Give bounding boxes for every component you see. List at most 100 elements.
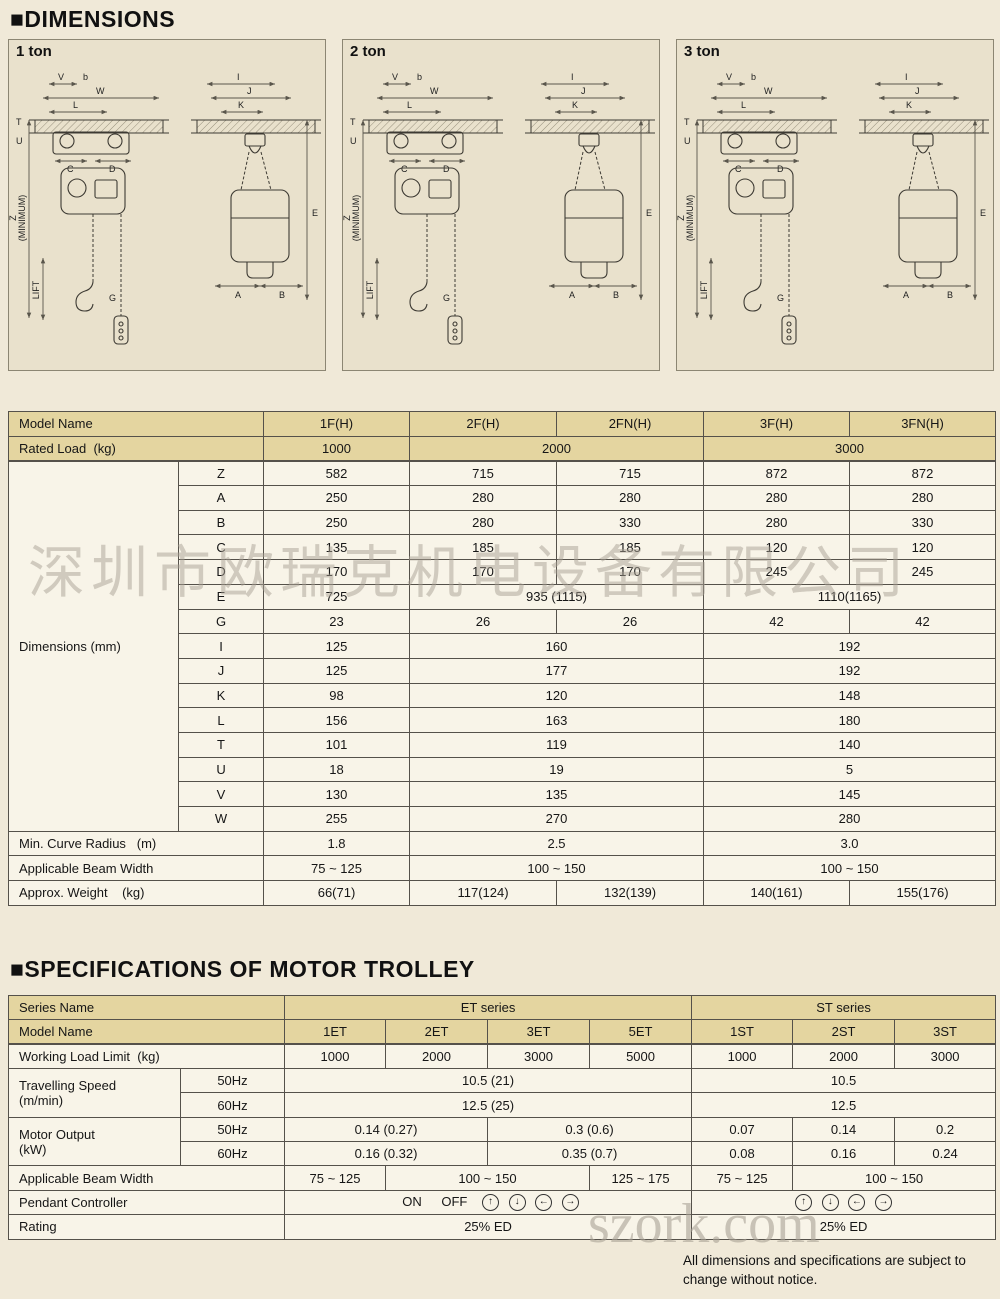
value-cell: 0.2 <box>894 1116 997 1143</box>
value-cell: 185 <box>556 534 705 561</box>
value-cell: 10.5 (21) <box>284 1067 693 1094</box>
dim-letter: E <box>177 583 265 610</box>
pendant-st-cell: ↑ ↓ ← → <box>691 1189 997 1216</box>
dim-label-minimum: (MINIMUM) <box>685 195 695 242</box>
value-cell: 145 <box>703 781 997 807</box>
value-cell: 75 ~ 125 <box>691 1165 794 1191</box>
value-cell: 148 <box>703 682 997 709</box>
dim-letter: U <box>177 756 265 783</box>
et-series-cell: ET series <box>284 994 693 1021</box>
dim-label-w: W <box>96 86 105 96</box>
model-cell: 1F(H) <box>263 411 411 437</box>
value-cell: 2000 <box>385 1043 489 1069</box>
dim-label-a: A <box>569 290 575 300</box>
value-cell: 180 <box>703 707 997 733</box>
dim-label-b: b <box>417 72 422 82</box>
arrow-left-icon: ← <box>848 1194 866 1212</box>
weight-row: Approx. Weight (kg) 66(71) 117(124) 132(… <box>7 880 997 906</box>
dim-row-k: K 98 120 148 <box>9 682 997 709</box>
beam-width-row: Applicable Beam Width 75 ~ 125 100 ~ 150… <box>7 855 997 882</box>
hoist-drawing: V b W L T U C D G Z (MINIMUM) LIFT <box>677 72 989 345</box>
value-cell: 0.16 <box>792 1141 896 1167</box>
value-cell: 170 <box>263 559 411 585</box>
value-cell: 26 <box>409 608 558 635</box>
dim-label-b: b <box>83 72 88 82</box>
dim-label-t: T <box>350 117 356 127</box>
dim-label-j: J <box>915 86 920 96</box>
value-cell: 100 ~ 150 <box>792 1165 997 1191</box>
dimensions-heading: ■DIMENSIONS <box>10 6 176 32</box>
dim-label-e: E <box>980 208 986 218</box>
value-cell: 75 ~ 125 <box>284 1165 387 1191</box>
travelling-speed-50hz-row: Travelling Speed (m/min) 50Hz 10.5 (21) … <box>8 1067 997 1118</box>
value-cell: 715 <box>409 460 558 487</box>
value-cell: 66(71) <box>263 880 411 906</box>
dim-label-i: I <box>905 72 908 82</box>
motor-trolley-spec-table: Series Name ET series ST series Model Na… <box>7 994 997 1240</box>
motor-output-60hz-row: 60Hz 0.16 (0.32) 0.35 (0.7) 0.08 0.16 0.… <box>9 1141 997 1167</box>
value-cell: 0.07 <box>691 1116 794 1143</box>
dim-letter: D <box>177 559 265 585</box>
dim-label-z: Z <box>343 215 352 221</box>
value-cell: 0.16 (0.32) <box>284 1141 489 1167</box>
dim-label-lift: LIFT <box>365 280 375 299</box>
dim-letter: L <box>177 707 265 733</box>
dim-label-g: G <box>109 293 116 303</box>
dim-label-i: I <box>237 72 240 82</box>
value-cell: 120 <box>849 534 997 561</box>
dim-label-u: U <box>684 136 691 146</box>
hz-cell: 60Hz <box>179 1141 286 1167</box>
rating-row: Rating 25% ED 25% ED <box>7 1214 997 1240</box>
travelling-speed-label: Travelling Speed (m/min) <box>8 1067 181 1118</box>
model-name-row: Model Name 1F(H) 2F(H) 2FN(H) 3F(H) 3FN(… <box>7 411 997 437</box>
value-cell: 170 <box>556 559 705 585</box>
value-cell: 3.0 <box>703 830 997 857</box>
pendant-off-label: OFF <box>441 1194 468 1210</box>
model-cell: 5ET <box>589 1019 693 1046</box>
dim-label-e: E <box>312 208 318 218</box>
value-cell: 280 <box>703 485 851 511</box>
value-cell: 715 <box>556 460 705 487</box>
value-cell: 582 <box>263 460 411 487</box>
value-cell: 192 <box>703 633 997 659</box>
value-cell: 140(161) <box>703 880 851 906</box>
hoist-drawing: V b W L T U C D G Z (MINIMUM) LIFT <box>343 72 655 345</box>
arrow-right-icon: → <box>561 1194 579 1212</box>
model-cell: 2ST <box>792 1019 896 1046</box>
value-cell: 1110(1165) <box>703 583 997 610</box>
model-cell: 3FN(H) <box>849 411 997 437</box>
dim-label-b2: B <box>279 290 285 300</box>
value-cell: 935 (1115) <box>409 583 705 610</box>
value-cell: 125 ~ 175 <box>589 1165 693 1191</box>
value-cell: 0.3 (0.6) <box>487 1116 693 1143</box>
dim-label-e: E <box>646 208 652 218</box>
dim-label-minimum: (MINIMUM) <box>17 195 27 242</box>
hoist-drawing: V b W L T U C D G Z (MINIMUM) LIFT <box>9 72 321 345</box>
dim-row-b: B 250 280 330 280 330 <box>9 509 997 536</box>
drawing-panels: 1 ton V b W L T U C D <box>8 39 994 371</box>
value-cell: 101 <box>263 731 411 758</box>
drawing-slot: V b W L T U C D G Z (MINIMUM) LIFT <box>343 64 659 368</box>
panel-3ton: 3 ton V b W L T U C D <box>676 39 994 371</box>
dim-label-b: b <box>751 72 756 82</box>
value-cell: 75 ~ 125 <box>263 855 411 882</box>
dim-label-u: U <box>350 136 357 146</box>
arrow-down-icon: ↓ <box>821 1194 839 1212</box>
value-cell: 42 <box>849 608 997 635</box>
value-cell: 280 <box>849 485 997 511</box>
value-cell: 100 ~ 150 <box>385 1165 591 1191</box>
dim-row-g: G 23 26 26 42 42 <box>9 608 997 635</box>
hz-cell: 50Hz <box>179 1116 286 1143</box>
dim-row-c: C 135 185 185 120 120 <box>9 534 997 561</box>
value-cell: 12.5 (25) <box>284 1092 693 1118</box>
dim-label-lift: LIFT <box>699 280 709 299</box>
value-cell: 135 <box>409 781 705 807</box>
dim-label-c: C <box>735 164 742 174</box>
st-series-cell: ST series <box>691 994 997 1021</box>
dim-label-l: L <box>73 100 78 110</box>
value-cell: 5000 <box>589 1043 693 1069</box>
value-cell: 125 <box>263 657 411 684</box>
value-cell: 2.5 <box>409 830 705 857</box>
panel-label-1ton: 1 ton <box>16 43 52 60</box>
travelling-speed-line2: (m/min) <box>19 1092 64 1108</box>
